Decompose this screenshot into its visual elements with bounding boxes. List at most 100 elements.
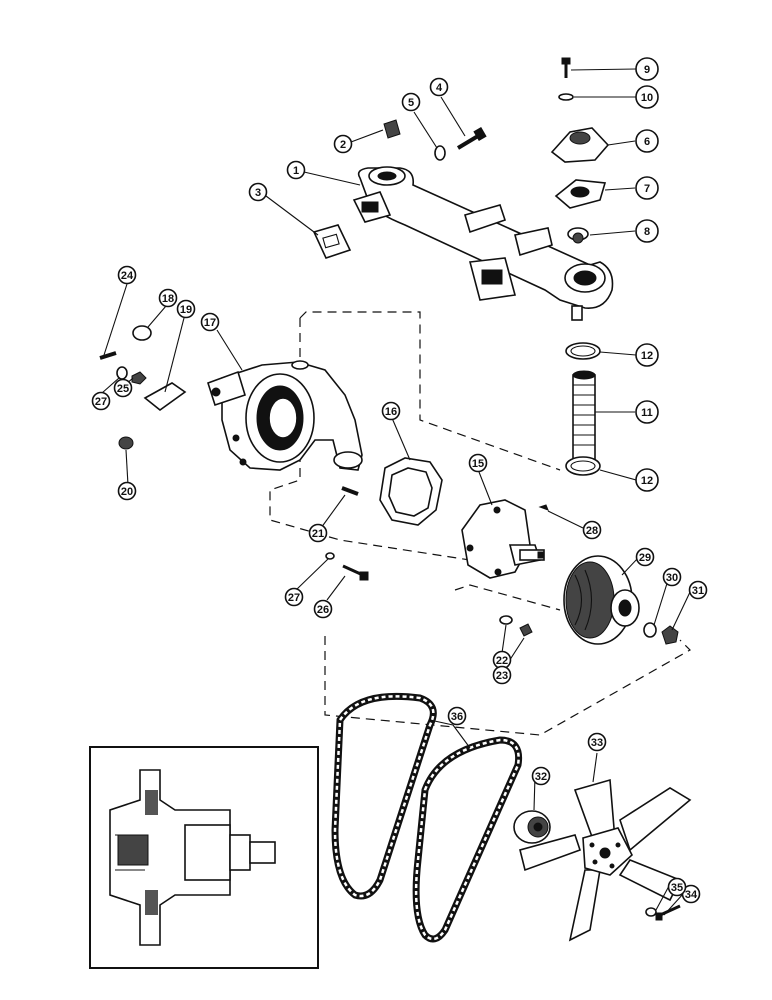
leader-lines — [101, 68, 692, 916]
callout-24: 24 — [117, 265, 137, 285]
svg-text:2: 2 — [340, 139, 346, 151]
callout-31: 31 — [688, 580, 708, 600]
thermostat-gasket — [554, 179, 607, 209]
fan-belts — [331, 692, 523, 943]
svg-text:15: 15 — [472, 458, 484, 470]
svg-text:35: 35 — [671, 882, 683, 894]
svg-text:7: 7 — [644, 183, 650, 195]
manifold-gasket — [312, 224, 352, 259]
svg-text:8: 8 — [644, 226, 650, 238]
callout-25: 25 — [113, 378, 133, 398]
water-pump-housing — [207, 360, 363, 471]
svg-text:4: 4 — [436, 82, 443, 94]
svg-text:16: 16 — [385, 406, 397, 418]
callout-30: 30 — [662, 567, 682, 587]
callout-33: 33 — [587, 732, 607, 752]
water-pump-pulley — [563, 555, 640, 645]
callout-28: 28 — [582, 520, 602, 540]
callout-5: 5 — [401, 92, 421, 112]
svg-text:24: 24 — [121, 270, 134, 282]
housing-washer — [558, 93, 574, 101]
callout-15: 15 — [468, 453, 488, 473]
callout-26: 26 — [313, 599, 333, 619]
callout-21: 21 — [308, 523, 328, 543]
pulley-nut — [519, 623, 533, 637]
callout-10: 10 — [635, 85, 659, 109]
nut — [131, 371, 147, 385]
svg-text:22: 22 — [496, 655, 508, 667]
callout-17: 17 — [200, 312, 220, 332]
thermostat — [567, 227, 589, 244]
svg-text:17: 17 — [204, 317, 216, 329]
svg-text:19: 19 — [180, 304, 192, 316]
callout-3: 3 — [248, 182, 268, 202]
washer-upper — [116, 366, 128, 380]
svg-text:6: 6 — [644, 136, 650, 148]
callout-29: 29 — [635, 547, 655, 567]
callout-27-upper: 27 — [91, 391, 111, 411]
callout-6: 6 — [635, 129, 659, 153]
svg-text:10: 10 — [641, 92, 653, 104]
callout-9: 9 — [635, 57, 659, 81]
expansion-plug — [132, 325, 152, 341]
svg-text:3: 3 — [255, 187, 261, 199]
svg-text:1: 1 — [293, 165, 299, 177]
svg-text:21: 21 — [312, 528, 324, 540]
svg-text:12: 12 — [641, 350, 653, 362]
water-manifold — [352, 166, 614, 321]
callout-34: 34 — [681, 884, 701, 904]
fan-nut — [661, 625, 679, 645]
woodruff-key — [538, 504, 549, 511]
cover-gasket — [143, 382, 187, 412]
pipe-plug — [383, 119, 401, 139]
fan-bolt-washer — [645, 907, 657, 917]
callout-36: 36 — [447, 706, 467, 726]
svg-text:26: 26 — [317, 604, 329, 616]
callout-27-lower: 27 — [284, 587, 304, 607]
dowel-pin — [341, 486, 359, 496]
svg-text:30: 30 — [666, 572, 678, 584]
callout-12-upper: 12 — [635, 343, 659, 367]
svg-text:18: 18 — [162, 293, 174, 305]
pump-bolt — [342, 564, 369, 581]
hose-clamp-upper — [565, 342, 601, 360]
callout-19: 19 — [176, 299, 196, 319]
bolt — [456, 126, 487, 150]
callout-1: 1 — [286, 160, 306, 180]
pump-gasket — [379, 457, 443, 526]
svg-text:5: 5 — [408, 97, 414, 109]
hose-clamp-lower — [565, 456, 601, 476]
svg-text:25: 25 — [117, 383, 129, 395]
cooling-fan — [519, 778, 692, 942]
svg-text:29: 29 — [639, 552, 651, 564]
svg-text:36: 36 — [451, 711, 463, 723]
svg-text:34: 34 — [685, 889, 698, 901]
svg-text:12: 12 — [641, 475, 653, 487]
bypass-hose — [572, 370, 596, 461]
svg-text:23: 23 — [496, 670, 508, 682]
svg-text:11: 11 — [641, 407, 653, 419]
callout-22: 22 — [492, 650, 512, 670]
svg-text:28: 28 — [586, 525, 598, 537]
svg-text:27: 27 — [288, 592, 300, 604]
callout-16: 16 — [381, 401, 401, 421]
svg-text:31: 31 — [692, 585, 704, 597]
callout-11: 11 — [635, 400, 659, 424]
svg-text:33: 33 — [591, 737, 603, 749]
svg-text:27: 27 — [95, 396, 107, 408]
callout-20: 20 — [117, 481, 137, 501]
callout-12-lower: 12 — [635, 468, 659, 492]
svg-text:9: 9 — [644, 64, 650, 76]
lock-washer — [434, 145, 446, 161]
callout-2: 2 — [333, 134, 353, 154]
callout-18: 18 — [158, 288, 178, 308]
callout-35: 35 — [667, 877, 687, 897]
fan-bolt — [655, 904, 681, 921]
thermostat-housing — [550, 127, 610, 163]
callout-23: 23 — [492, 665, 512, 685]
svg-text:20: 20 — [121, 486, 133, 498]
callout-4: 4 — [429, 77, 449, 97]
svg-text:32: 32 — [535, 771, 547, 783]
fan-spacer — [513, 810, 551, 844]
